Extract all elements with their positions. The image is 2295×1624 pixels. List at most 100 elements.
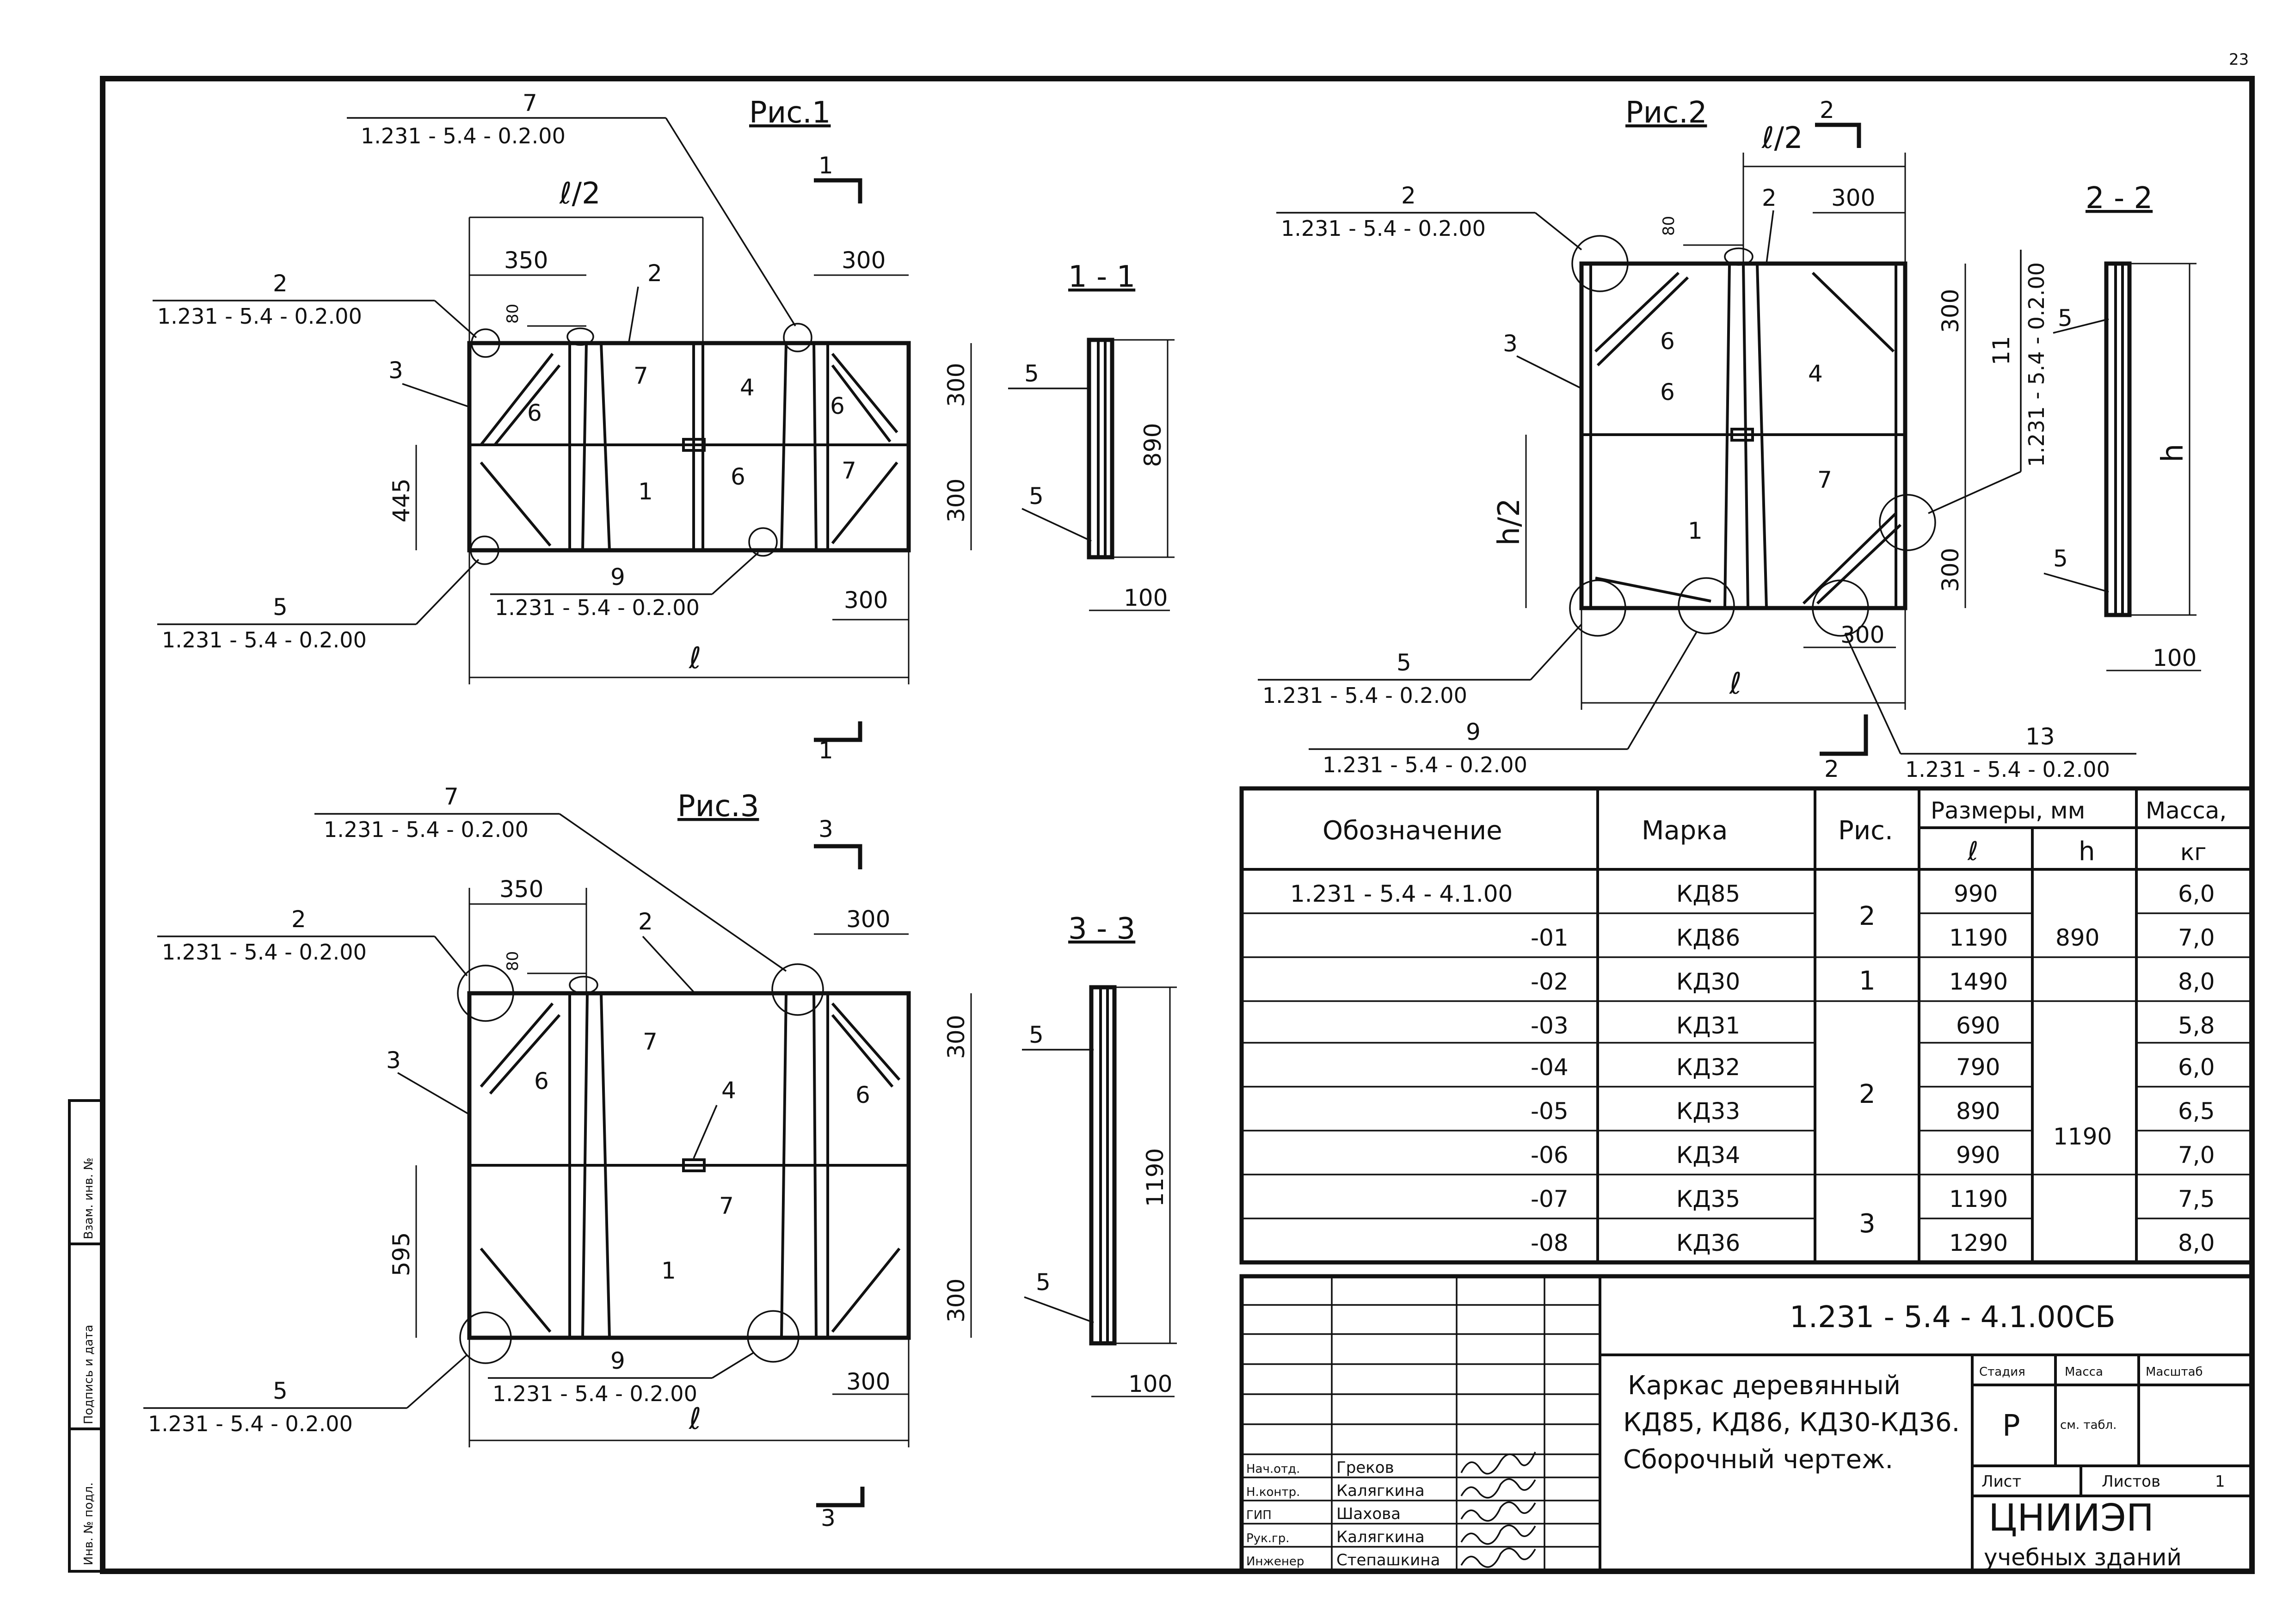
fig3-title: Рис.3 <box>677 789 759 824</box>
section-2-2: 2 - 2 h 100 5 5 <box>2043 181 2201 671</box>
section-1-1: 1 - 1 890 100 5 5 <box>1008 260 1175 611</box>
row-mass: 5,8 <box>2178 1012 2215 1039</box>
row-l: 890 <box>1956 1098 2000 1125</box>
tb-name-line1: Каркас деревянный <box>1628 1371 1901 1401</box>
fig1-callout-5-code: 1.231 - 5.4 - 0.2.00 <box>162 627 367 652</box>
tb-org1: ЦНИИЭП <box>1988 1496 2154 1539</box>
spec-header-l: ℓ <box>1967 837 1978 867</box>
fig3-dim-300-r1: 300 <box>943 1015 970 1059</box>
fig3-section-bottom: 3 <box>821 1505 836 1532</box>
fig3-part-1: 1 <box>661 1257 676 1284</box>
fig1-dim-300-top: 300 <box>842 247 886 274</box>
spec-row: -01 КД86 1190 7,0 <box>1531 924 2215 951</box>
fig1-dim-half-l: ℓ/2 <box>559 177 601 211</box>
signatory-role: Рук.гр. <box>1246 1532 1289 1545</box>
signatory: Инженер Степашкина <box>1246 1551 1440 1569</box>
fig2-part-2: 2 <box>1762 185 1777 211</box>
row-oboz: -07 <box>1531 1186 1569 1212</box>
fig2-callout-11-num: 11 <box>1988 336 2015 365</box>
fig1-dim-80: 80 <box>504 304 522 324</box>
section-3-3: 3 - 3 1190 100 5 5 <box>1022 912 1177 1397</box>
fig3-part-6b: 6 <box>855 1082 870 1108</box>
sec22-part-5a: 5 <box>2058 305 2073 332</box>
spec-row: 1.231 - 5.4 - 4.1.00 КД85 990 6,0 <box>1290 880 2215 907</box>
spec-row: -02 КД30 1490 8,0 <box>1531 968 2215 995</box>
signatory-role: Н.контр. <box>1246 1485 1300 1499</box>
signature-mark <box>1460 1452 1536 1475</box>
row-mass: 8,0 <box>2178 968 2215 995</box>
fig2-callout-13-num: 13 <box>2025 723 2055 750</box>
fig1-part-7a: 7 <box>634 363 648 389</box>
spec-row: -06 КД34 990 7,0 <box>1531 1142 2215 1169</box>
fig2-callout-5-num: 5 <box>1397 649 1411 676</box>
title-block: Нач.отд. Греков Н.контр. Калягкина ГИП Ш… <box>1239 1274 2254 1574</box>
fig1-callout-5-num: 5 <box>273 594 288 621</box>
row-marka: КД31 <box>1676 1012 1740 1039</box>
tb-masshtab-label: Масштаб <box>2146 1365 2203 1379</box>
signature-mark <box>1460 1478 1536 1499</box>
row-l: 690 <box>1956 1012 2000 1039</box>
fig1-part-2: 2 <box>647 260 662 287</box>
fig3-dim-350: 350 <box>499 876 543 903</box>
fig1-dim-445: 445 <box>388 479 415 523</box>
sec22-title: 2 - 2 <box>2086 181 2153 215</box>
fig1-dim-300-r1: 300 <box>943 363 970 407</box>
fig1-callout-9-num: 9 <box>610 564 625 591</box>
signatory-name: Степашкина <box>1336 1551 1440 1569</box>
fig2-callout-2-num: 2 <box>1401 182 1416 209</box>
row-mass: 7,0 <box>2178 1142 2215 1169</box>
fig3-callout-5-code: 1.231 - 5.4 - 0.2.00 <box>148 1411 353 1436</box>
fig2-dim-300-r1: 300 <box>1937 289 1964 333</box>
fig3-dim-595: 595 <box>388 1232 415 1276</box>
fig1-dim-350: 350 <box>504 247 548 274</box>
spec-ris-group-3: 2 <box>1859 1079 1876 1109</box>
sec33-h: 1190 <box>1142 1148 1169 1207</box>
sec11-part-5b: 5 <box>1029 483 1044 510</box>
fig3-callout-2-code: 1.231 - 5.4 - 0.2.00 <box>162 940 367 965</box>
fig1-callout-7-num: 7 <box>523 90 537 117</box>
fig3-callout-7-num: 7 <box>444 783 459 810</box>
fig2-dim-300-bot: 300 <box>1840 621 1884 648</box>
row-oboz: 1.231 - 5.4 - 4.1.00 <box>1290 880 1513 907</box>
fig1-part-4: 4 <box>740 374 755 401</box>
fig2-part-3: 3 <box>1503 330 1518 357</box>
fig3-dim-80: 80 <box>504 951 522 971</box>
spec-table: Обозначение Марка Рис. Размеры, мм ℓ h М… <box>1239 786 2254 1265</box>
fig3-callout-9-num: 9 <box>610 1347 625 1374</box>
row-marka: КД32 <box>1676 1054 1740 1081</box>
row-marka: КД33 <box>1676 1098 1740 1125</box>
fig1-callout-9-code: 1.231 - 5.4 - 0.2.00 <box>495 595 700 620</box>
spec-ris-group-1: 2 <box>1859 901 1876 931</box>
signatory-name: Калягкина <box>1336 1482 1425 1500</box>
row-l: 1290 <box>1949 1230 2008 1256</box>
fig2-dim-300-top: 300 <box>1831 185 1875 211</box>
fig2-dim-80: 80 <box>1660 216 1678 236</box>
stamp-inv: Инв. № подл. <box>82 1483 96 1565</box>
row-marka: КД35 <box>1676 1186 1740 1212</box>
fig3-part-7a: 7 <box>643 1028 658 1055</box>
signatory-name: Шахова <box>1336 1505 1401 1523</box>
sec22-h: h <box>2156 443 2190 462</box>
fig2-part-6b: 6 <box>1660 379 1675 406</box>
spec-row: -03 КД31 690 5,8 <box>1531 1012 2215 1039</box>
sec11-w: 100 <box>1124 584 1168 611</box>
signature-mark <box>1460 1525 1536 1545</box>
signatory-role: Нач.отд. <box>1246 1462 1300 1476</box>
spec-header-razmery: Размеры, мм <box>1931 797 2085 824</box>
fig2-section-bottom: 2 <box>1824 756 1839 782</box>
row-marka: КД34 <box>1676 1142 1740 1169</box>
fig1-dim-300-r2: 300 <box>943 479 970 523</box>
row-l: 1190 <box>1949 924 2008 951</box>
signatory: Н.контр. Калягкина <box>1246 1482 1425 1500</box>
spec-h-group-1: 890 <box>2055 924 2099 951</box>
tb-org2: учебных зданий <box>1984 1544 2182 1571</box>
fig2-callout-9-num: 9 <box>1466 719 1481 745</box>
figure-2: Рис.2 ℓ/2 300 80 300 300 h/2 <box>1258 96 2136 782</box>
sec11-h: 890 <box>1139 423 1166 467</box>
signatory: ГИП Шахова <box>1246 1505 1401 1523</box>
spec-header-marka: Марка <box>1642 816 1728 846</box>
stamp-podpis: Подпись и дата <box>82 1325 96 1424</box>
signature-mark <box>1460 1501 1536 1522</box>
tb-stadiya: Р <box>2002 1409 2020 1443</box>
